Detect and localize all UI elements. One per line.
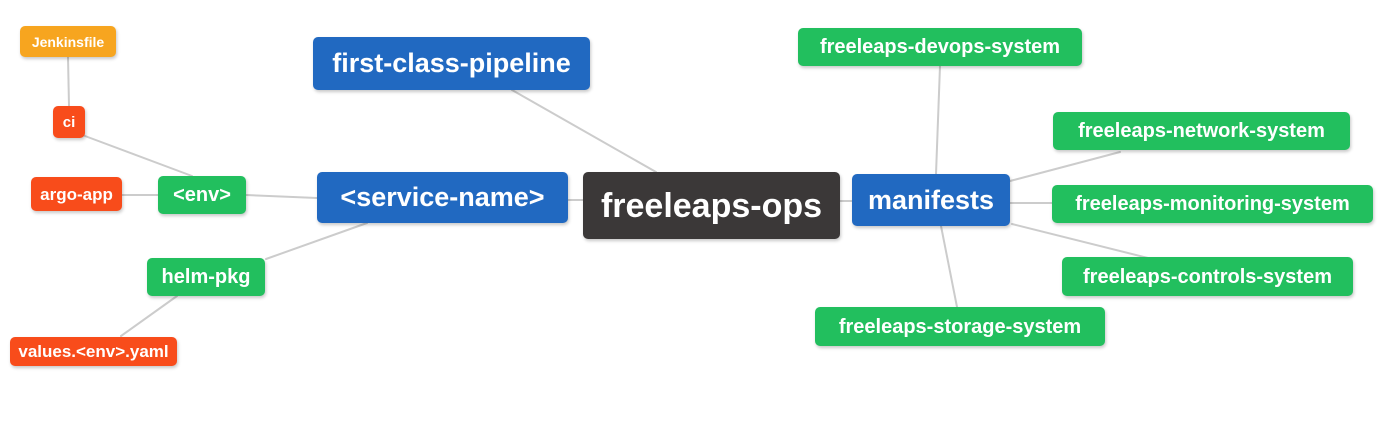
node-service-name[interactable]: <service-name> bbox=[317, 172, 568, 223]
node-freeleaps-ops[interactable]: freeleaps-ops bbox=[583, 172, 840, 239]
edge-manifests-devops bbox=[935, 65, 941, 175]
edge-pipeline-freeleaps-ops bbox=[511, 89, 657, 173]
node-ci[interactable]: ci bbox=[53, 106, 85, 138]
edge-service-name-helm-pkg bbox=[265, 222, 368, 260]
node-freeleaps-devops-system[interactable]: freeleaps-devops-system bbox=[798, 28, 1082, 66]
node-freeleaps-network-system[interactable]: freeleaps-network-system bbox=[1053, 112, 1350, 150]
node-argo-app[interactable]: argo-app bbox=[31, 177, 122, 211]
node-env[interactable]: <env> bbox=[158, 176, 246, 214]
node-first-class-pipeline[interactable]: first-class-pipeline bbox=[313, 37, 590, 90]
node-freeleaps-monitoring-system[interactable]: freeleaps-monitoring-system bbox=[1052, 185, 1373, 223]
edge-manifests-network bbox=[1009, 151, 1121, 182]
node-freeleaps-storage-system[interactable]: freeleaps-storage-system bbox=[815, 307, 1105, 346]
edge-jenkinsfile-ci bbox=[67, 56, 70, 107]
edge-env-service-name bbox=[245, 194, 318, 199]
edge-manifests-controls bbox=[1011, 223, 1149, 259]
edge-manifests-storage bbox=[940, 225, 958, 308]
node-jenkinsfile[interactable]: Jenkinsfile bbox=[20, 26, 116, 57]
node-freeleaps-controls-system[interactable]: freeleaps-controls-system bbox=[1062, 257, 1353, 296]
node-values-env-yaml[interactable]: values.<env>.yaml bbox=[10, 337, 177, 366]
node-manifests[interactable]: manifests bbox=[852, 174, 1010, 226]
node-helm-pkg[interactable]: helm-pkg bbox=[147, 258, 265, 296]
edge-ci-env bbox=[84, 135, 193, 177]
edge-helm-pkg-values-yaml bbox=[120, 295, 178, 337]
